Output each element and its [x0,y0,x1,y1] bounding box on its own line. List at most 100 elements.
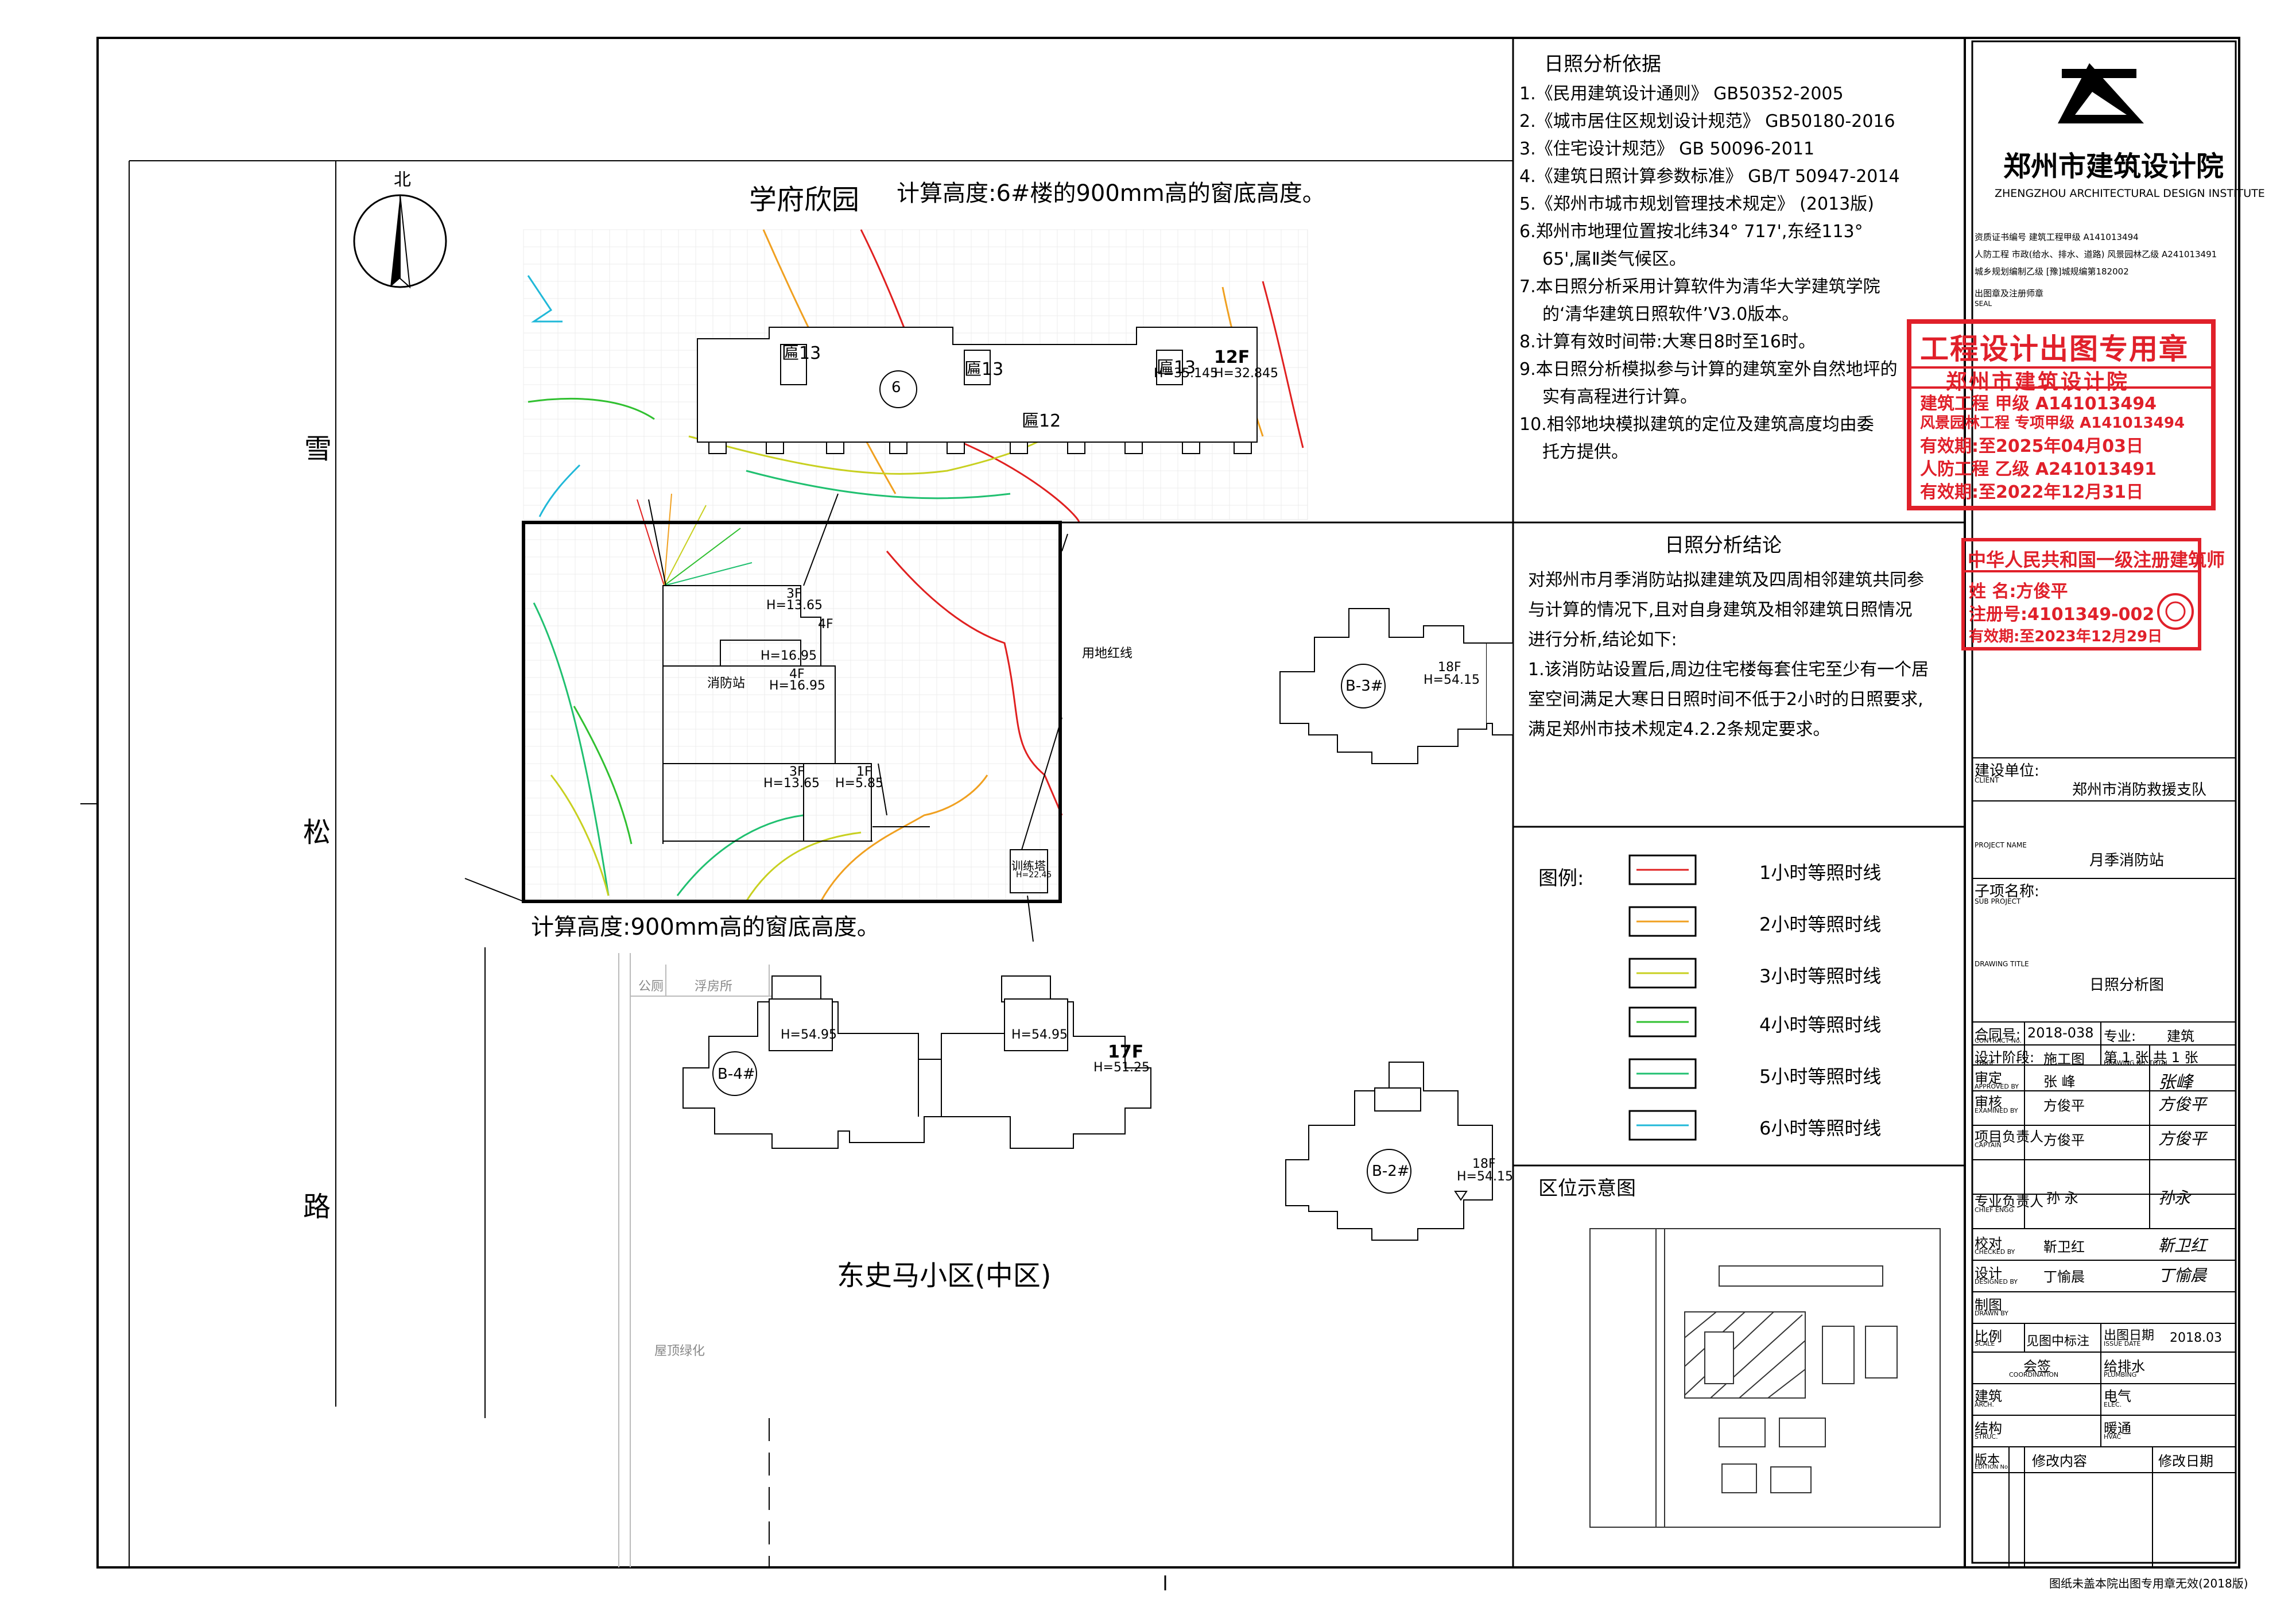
major-value: 建筑 [2167,1028,2194,1044]
location-map [1589,1228,1941,1528]
role-label-en: DESIGNED BY [1975,1278,2018,1285]
basis-item: 2.《城市居住区规划设计规范》 GB50180-2016 [1519,111,1895,131]
basis-item: 实有高程进行计算。 [1542,387,1697,407]
b2-h: H=54.15 [1457,1170,1513,1184]
b4-h3: H=51.25 [1093,1060,1150,1075]
stamp1-line1: 建筑工程 甲级 A141013494 [1920,394,2157,414]
role-label-en: CAPTAIN [1975,1141,2002,1149]
contract-label: 合同号: [1975,1027,2021,1043]
location-heading: 区位示意图 [1538,1177,1636,1200]
contract-no: 2018-038 [2027,1025,2094,1041]
discipline-arch-en: ARCH. [1975,1401,1994,1408]
footer-note: 图纸未盖本院出图专用章无效(2018版) [2049,1577,2248,1590]
revision-date-label: 修改日期 [2158,1453,2213,1469]
road-char-2: 松 [303,816,331,849]
scale-value: 见图中标注 [2026,1334,2090,1349]
stamp1-line2: 风景园林工程 专项甲级 A141013494 [1920,415,2185,432]
stage-label-en: STAGE [1975,1059,1995,1067]
station-name: 消防站 [707,676,746,691]
role-label-en: DRAWN BY [1975,1310,2008,1317]
role-signature: 张峰 [2158,1072,2193,1093]
conclusion-line: 对郑州市月季消防站拟建建筑及四周相邻建筑共同参 [1528,570,1924,590]
role-signature: 方俊平 [2158,1095,2207,1114]
conclusion-heading: 日照分析结论 [1665,534,1782,557]
b2-floors: 18F [1472,1157,1496,1171]
legend-label-3h: 3小时等照时线 [1759,965,1882,987]
client-label: 建设单位: [1975,762,2039,780]
conclusion-text: 对郑州市月季消防站拟建建筑及四周相邻建筑共同参 与计算的情况下,且对自身建筑及相… [1528,566,1929,745]
seal-area-label-en: SEAL [1975,300,1992,308]
role-label: 审定 [1975,1070,2002,1086]
role-label: 项目负责人 [1975,1129,2043,1145]
role-label: 审核 [1975,1094,2002,1110]
b4-name: B-4# [718,1066,755,1083]
role-signature: 孙永 [2158,1188,2191,1207]
role-signature: 丁愉晨 [2158,1266,2207,1285]
stamp1-org: 郑州市建筑设计院 [1946,370,2130,394]
station-b2-h2: H=16.95 [769,679,825,693]
sub-project-label-en: SUB PROJECT [1975,897,2021,905]
building6-circle-label: 6 [891,379,901,396]
stage-label: 设计阶段: [1975,1050,2035,1066]
station-b4-h: H=5.85 [835,776,883,791]
discipline-arch: 建筑 [1975,1388,2002,1404]
station-b3-h: H=13.65 [763,776,820,791]
drawing-title-label-en: DRAWING TITLE [1975,960,2029,968]
stamp2-valid: 有效期:至2023年12月29日 [1969,628,2163,645]
neighborhood-north-label: 学府欣园 [749,184,860,216]
stamp2-name: 姓 名:方俊平 [1969,582,2068,602]
project-name: 月季消防站 [2089,852,2165,869]
client-label-en: CLIENT [1975,776,1999,784]
calc-height-note-top: 计算高度:6#楼的900mm高的窗底高度。 [897,180,1325,207]
station-b1-floors: 3F [786,587,802,601]
edition-label-en: EDITION No. [1975,1464,2010,1470]
building6-lbl-d: 匾12 [1022,411,1061,431]
training-tower-h: H=22.45 [1016,870,1052,880]
qualifications: 资质证书编号 建筑工程甲级 A141013494 人防工程 市政(给水、排水、道… [1975,229,2217,280]
legend-label-2h: 2小时等照时线 [1759,913,1882,935]
stamp1-line5: 有效期:至2022年12月31日 [1920,482,2143,502]
qualification-line: 人防工程 市政(给水、排水、道路) 风景园林乙级 A241013491 [1975,249,2217,260]
role-label: 制图 [1975,1297,2002,1313]
role-name: 方俊平 [2043,1098,2085,1114]
legend-label-4h: 4小时等照时线 [1759,1014,1882,1036]
design-seal-stamp [1907,319,2216,510]
role-label-en: EXAMINED BY [1975,1107,2018,1114]
b2-name: B-2# [1372,1163,1410,1180]
basis-item: 1.《民用建筑设计通则》 GB50352-2005 [1519,84,1844,104]
qualification-line: 城乡规划编制乙级 [豫]城规编第182002 [1975,266,2129,277]
station-b2-h: H=16.95 [761,649,817,663]
discipline-elec: 电气 [2104,1388,2131,1404]
basis-item: 的‘清华建筑日照软件’V3.0版本。 [1542,304,1799,324]
coordination-label-en: COORDINATION [2009,1371,2059,1378]
b3-h: H=54.15 [1424,673,1480,687]
role-name: 孙 永 [2046,1190,2078,1206]
role-signature: 靳卫红 [2158,1236,2207,1255]
b3-name: B-3# [1345,677,1383,695]
building6-h: H=32.845 [1214,366,1278,381]
conclusion-line: 满足郑州市技术规定4.2.2条规定要求。 [1528,719,1830,739]
revision-content-label: 修改内容 [2032,1453,2087,1469]
building6-lbl-a: 匾13 [782,343,821,363]
legend-label-5h: 5小时等照时线 [1759,1066,1882,1087]
scale-label: 比例 [1975,1329,2002,1345]
legend-label-1h: 1小时等照时线 [1759,862,1882,884]
role-signature: 方俊平 [2158,1129,2207,1148]
project-label-en: PROJECT NAME [1975,841,2027,849]
role-label: 设计 [1975,1265,2002,1281]
role-label: 专业负责人 [1975,1194,2043,1210]
station-b4-floors: 1F [856,765,872,779]
conclusion-line: 室空间满足大寒日日照时间不低于2小时的日照要求, [1528,690,1923,710]
legend-label-6h: 6小时等照时线 [1759,1117,1882,1139]
role-label: 校对 [1975,1236,2002,1252]
calc-height-note-bottom: 计算高度:900mm高的窗底高度。 [531,914,880,940]
basis-item: 65',属Ⅱ类气候区。 [1542,249,1686,269]
station-b5-floors: 4F [818,617,833,632]
stamp2-no: 注册号:4101349-002 [1969,605,2155,625]
discipline-struc: 结构 [1975,1420,2002,1436]
basis-item: 10.相邻地块模拟建筑的定位及建筑高度均由委 [1519,415,1874,435]
sub-project-label: 子项名称: [1975,883,2039,900]
discipline-plumbing-en: PLUMBING [2104,1371,2137,1378]
institute-name-en: ZHENGZHOU ARCHITECTURAL DESIGN INSTITUTE [1995,187,2265,200]
discipline-struc-en: STRUC. [1975,1433,1998,1441]
